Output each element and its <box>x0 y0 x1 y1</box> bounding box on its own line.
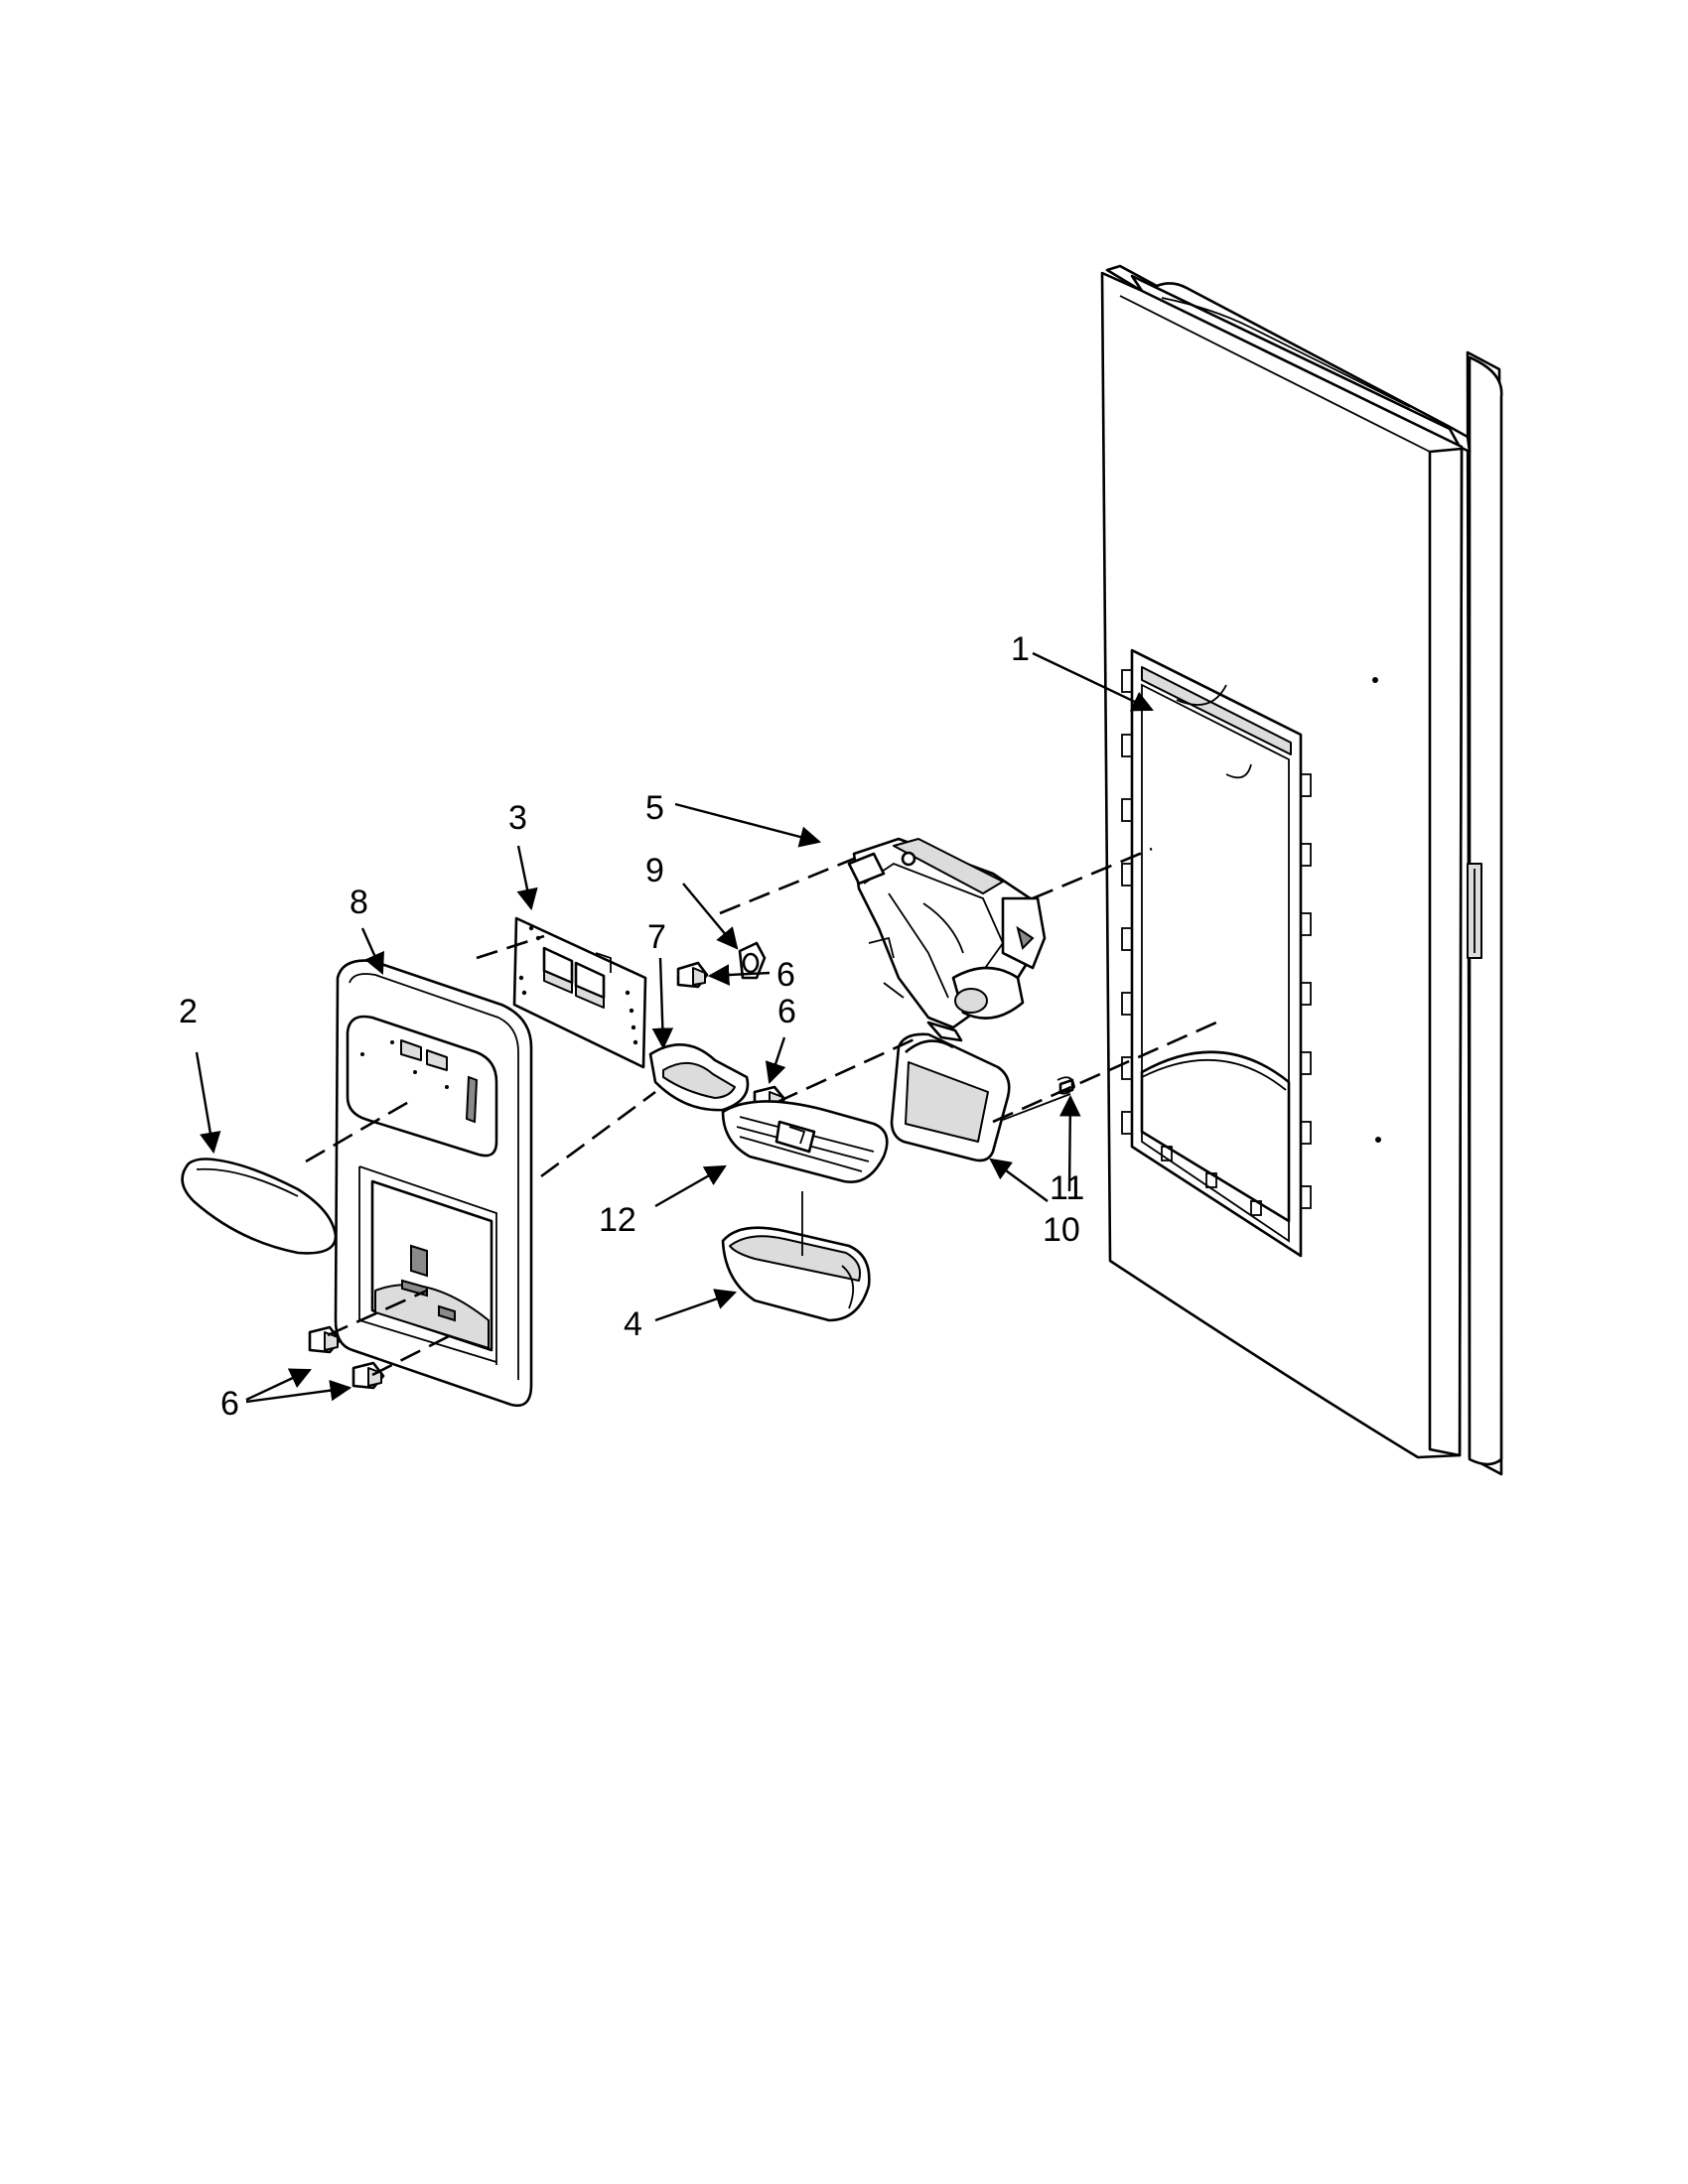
callout-1: 1 <box>1011 630 1030 668</box>
callout-11: 11 <box>1050 1169 1084 1207</box>
curved-bracket <box>648 1043 750 1112</box>
dispenser-facade <box>334 959 533 1408</box>
door-dispenser-opening <box>1121 648 1312 1258</box>
screw-lower-2 <box>352 1361 385 1390</box>
callout-6-upper: 6 <box>776 956 795 994</box>
drip-tray-grille <box>721 1100 889 1184</box>
chute-door <box>890 1021 1011 1162</box>
leader-arrows <box>195 651 1154 1404</box>
screw-upper <box>676 961 709 989</box>
dispenser-motor-assembly <box>847 837 1047 1029</box>
callout-4: 4 <box>624 1305 642 1343</box>
callout-10: 10 <box>1043 1211 1080 1249</box>
callout-6-lower: 6 <box>220 1385 239 1423</box>
control-board <box>512 916 647 1069</box>
callout-6-middle: 6 <box>777 993 796 1030</box>
drip-tray <box>721 1226 871 1322</box>
callout-9: 9 <box>645 852 664 889</box>
lens-cover <box>181 1158 338 1255</box>
callout-7: 7 <box>647 918 666 956</box>
callout-12: 12 <box>599 1201 636 1239</box>
callout-2: 2 <box>179 993 198 1030</box>
callout-3: 3 <box>508 799 527 837</box>
callout-8: 8 <box>350 884 368 921</box>
callout-5: 5 <box>645 789 664 827</box>
alignment-lines <box>305 847 1217 1377</box>
